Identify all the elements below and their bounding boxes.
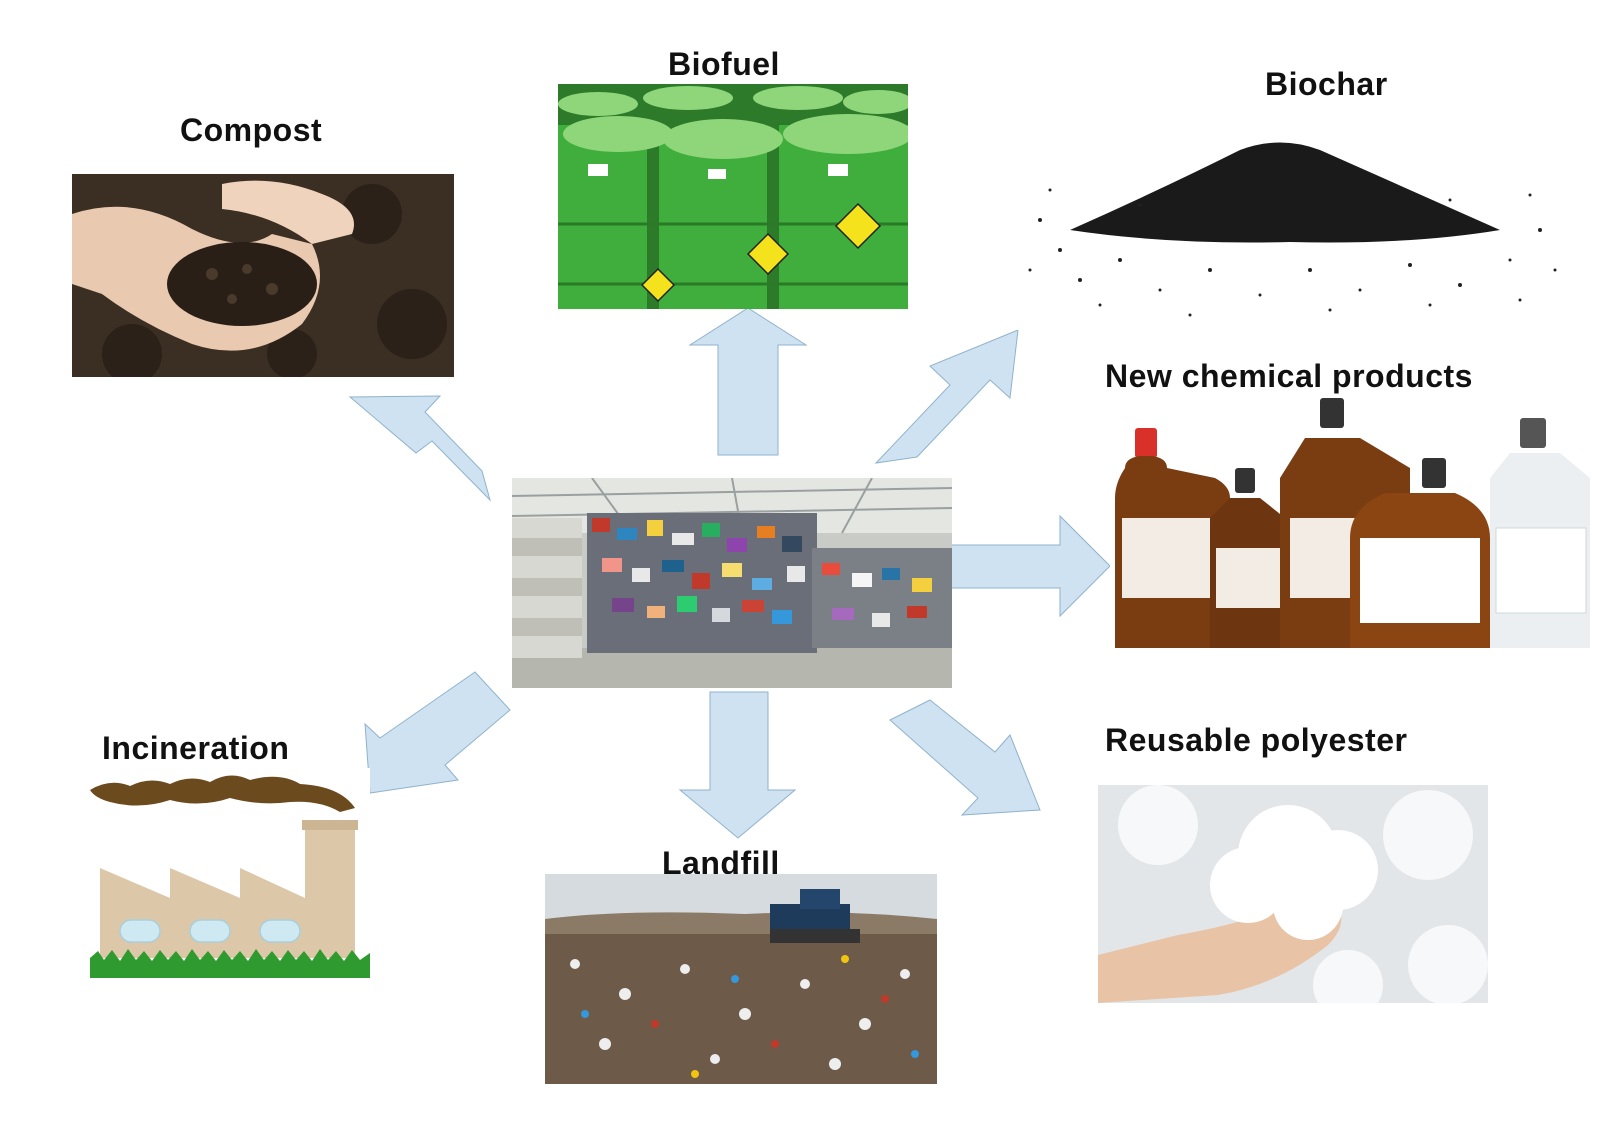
black-powder-pile-image: [1010, 120, 1570, 330]
arrow-to-compost: [348, 395, 491, 502]
label-incineration: Incineration: [102, 730, 290, 766]
arrow-to-polyester: [889, 699, 1041, 816]
landfill-bulldozer-image: [545, 874, 937, 1084]
arrow-to-incineration: [364, 671, 511, 794]
label-new-chemical-products: New chemical products: [1105, 358, 1473, 394]
arrow-to-biofuel: [688, 307, 808, 456]
arrow-to-landfill: [678, 691, 797, 839]
label-biofuel: Biofuel: [668, 46, 780, 82]
label-compost: Compost: [180, 112, 323, 148]
chemical-bottles-image: [1110, 398, 1590, 656]
arrow-to-biochar: [874, 329, 1019, 464]
factory-smoke-icon: [90, 768, 370, 978]
arrow-to-chemicals: [941, 514, 1111, 618]
label-biochar: Biochar: [1265, 66, 1388, 102]
green-fuel-drums-image: [558, 84, 908, 309]
label-reusable-polyester: Reusable polyester: [1105, 722, 1408, 758]
polyester-fiber-in-hand-image: [1098, 785, 1488, 1003]
soil-in-hands-image: [72, 174, 454, 377]
textile-waste-warehouse-image: [512, 478, 952, 688]
